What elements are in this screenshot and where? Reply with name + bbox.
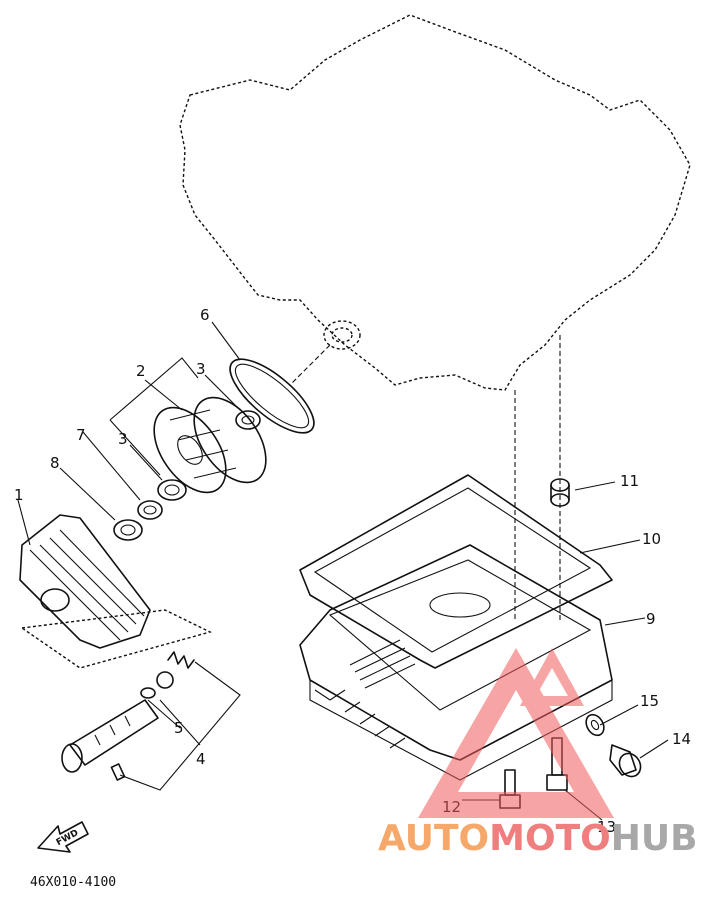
drain-plug-part-14 bbox=[609, 744, 642, 778]
gasket-part-10-inner bbox=[313, 487, 592, 653]
spring-part-4 bbox=[167, 651, 195, 669]
callout-5: 5 bbox=[174, 719, 184, 737]
ball-part-5 bbox=[156, 671, 174, 689]
bracket-part-5 bbox=[147, 699, 181, 729]
bypass-pipe-part-4 bbox=[61, 699, 159, 773]
leader-8 bbox=[59, 467, 116, 521]
pin-part-4 bbox=[110, 763, 126, 781]
seal-part-3-lower bbox=[157, 479, 187, 501]
callout-3b: 3 bbox=[118, 430, 128, 448]
guide-line-filter bbox=[289, 344, 331, 386]
leader-10 bbox=[579, 539, 641, 554]
leader-11 bbox=[574, 481, 616, 491]
leader-14 bbox=[639, 739, 669, 759]
washer-part-7-inner bbox=[143, 505, 157, 515]
callout-7: 7 bbox=[76, 426, 86, 444]
seal-part-3-upper-inner bbox=[241, 415, 255, 425]
bracket-parts-2-3 bbox=[109, 357, 199, 476]
leader-7 bbox=[82, 431, 141, 501]
forward-direction-arrow: FWD bbox=[37, 821, 89, 853]
oil-filter-part-1 bbox=[19, 514, 151, 649]
watermark-triangle-small-icon bbox=[520, 648, 584, 706]
automotohub-watermark bbox=[418, 648, 614, 818]
filter-frame bbox=[20, 609, 212, 669]
callout-13: 13 bbox=[597, 818, 616, 836]
callout-10: 10 bbox=[642, 530, 661, 548]
washer-part-15 bbox=[585, 713, 605, 737]
oil-strainer-part-2 bbox=[153, 396, 267, 494]
seal-part-3-upper bbox=[235, 410, 261, 430]
callout-14: 14 bbox=[672, 730, 691, 748]
o-ring-part-5 bbox=[140, 687, 156, 699]
callout-6: 6 bbox=[200, 306, 210, 324]
callout-1: 1 bbox=[14, 486, 24, 504]
callout-15: 15 bbox=[640, 692, 659, 710]
watermark-text: AUTOMOTOHUB bbox=[378, 818, 698, 859]
seal-part-3-lower-inner bbox=[164, 484, 180, 496]
leader-6 bbox=[211, 321, 241, 361]
bracket-part-4 bbox=[119, 661, 241, 791]
callout-8: 8 bbox=[50, 454, 60, 472]
leader-9 bbox=[604, 617, 646, 626]
callout-4: 4 bbox=[196, 750, 206, 768]
watermark-triangle-icon bbox=[418, 648, 614, 818]
engine-crankcase-outline bbox=[179, 14, 691, 391]
washer-part-7 bbox=[137, 500, 163, 520]
leader-3a bbox=[204, 374, 241, 411]
seal-part-8 bbox=[113, 519, 143, 541]
leader-3b bbox=[129, 444, 163, 481]
filter-mount-hole bbox=[331, 327, 353, 343]
plug-part-11 bbox=[550, 478, 570, 507]
gasket-part-10 bbox=[299, 474, 613, 669]
leader-2 bbox=[144, 379, 183, 411]
callout-9: 9 bbox=[646, 610, 656, 628]
leader-15 bbox=[599, 704, 639, 726]
part-code: 46X010-4100 bbox=[30, 875, 116, 890]
callout-2: 2 bbox=[136, 362, 146, 380]
callout-11: 11 bbox=[620, 472, 639, 490]
o-ring-part-6-inner bbox=[234, 363, 310, 429]
washer-part-15-inner bbox=[590, 719, 600, 731]
filter-mount-boss bbox=[323, 320, 361, 350]
o-ring-part-6 bbox=[229, 358, 315, 434]
leader-1 bbox=[17, 499, 31, 546]
seal-part-8-inner bbox=[120, 524, 136, 536]
callout-3a: 3 bbox=[196, 360, 206, 378]
